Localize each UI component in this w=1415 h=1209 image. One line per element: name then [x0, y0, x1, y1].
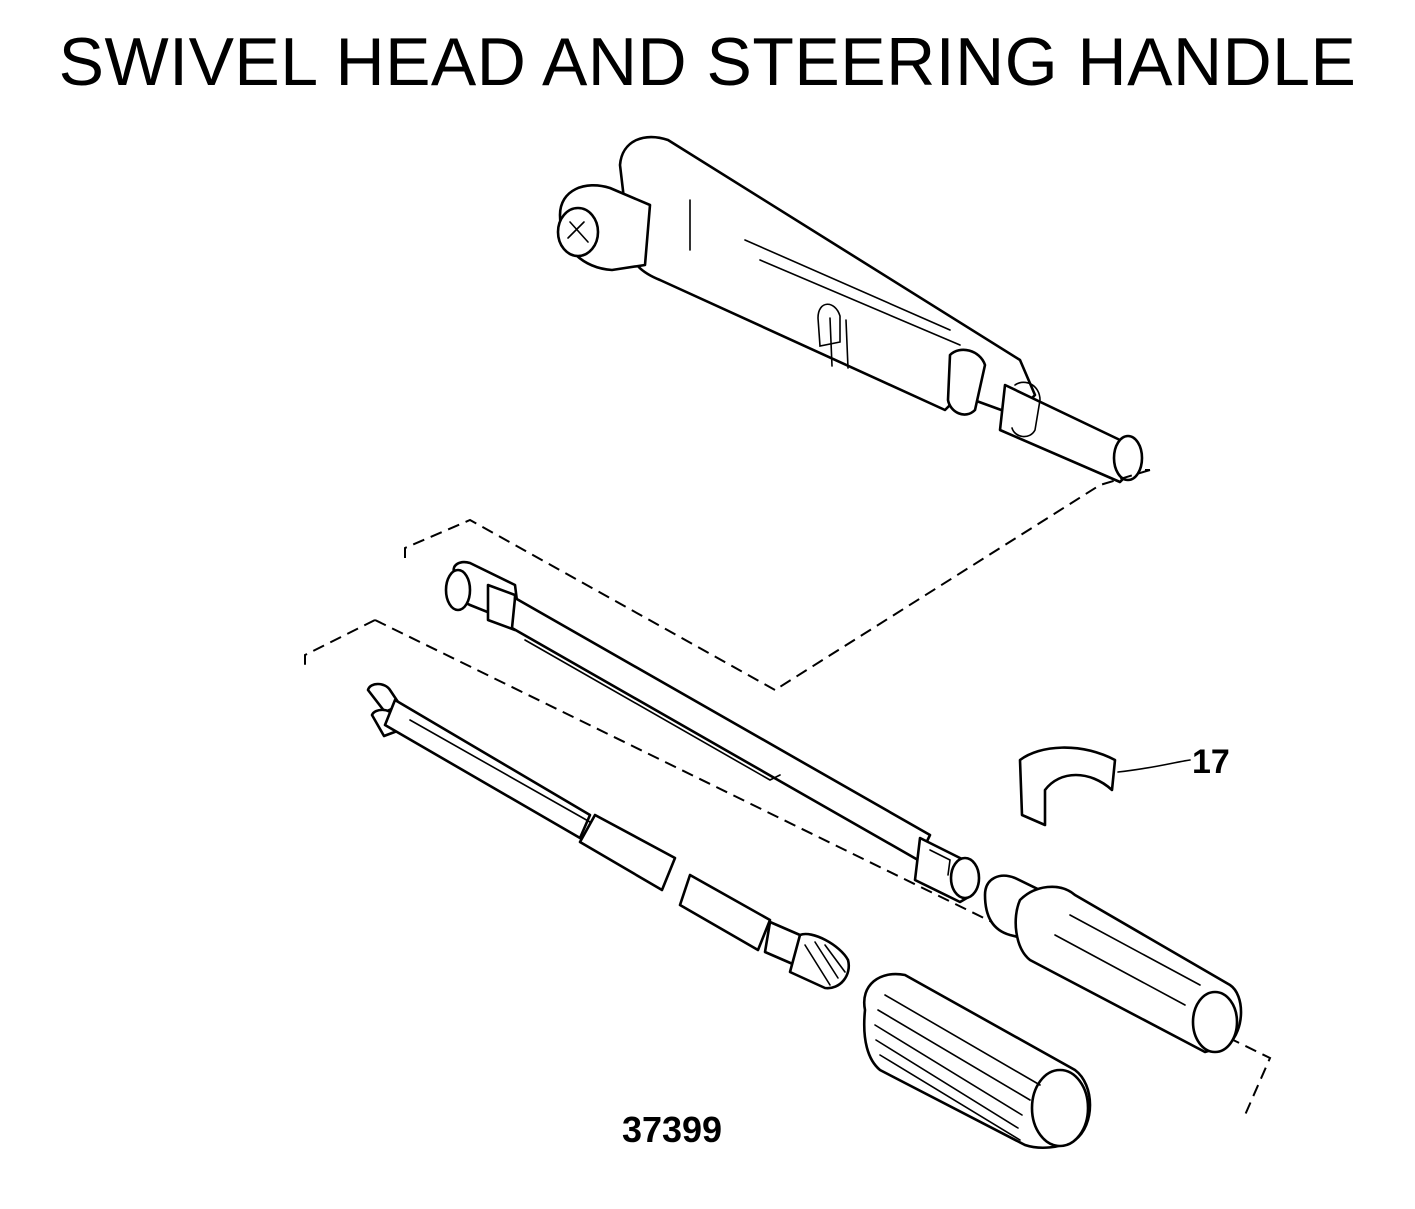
swivel-head-part [556, 135, 1144, 484]
callout-17: 17 [1192, 743, 1230, 781]
throttle-cable-part [366, 682, 851, 990]
handle-sleeve-part [983, 874, 1243, 1054]
grip-part [862, 972, 1092, 1150]
retainer-clip-part [1018, 746, 1191, 827]
figure-number: 37399 [622, 1109, 722, 1150]
diagram-title: SWIVEL HEAD AND STEERING HANDLE [58, 24, 1357, 100]
alignment-lines [304, 469, 1272, 1116]
steering-shaft-part [444, 560, 981, 904]
